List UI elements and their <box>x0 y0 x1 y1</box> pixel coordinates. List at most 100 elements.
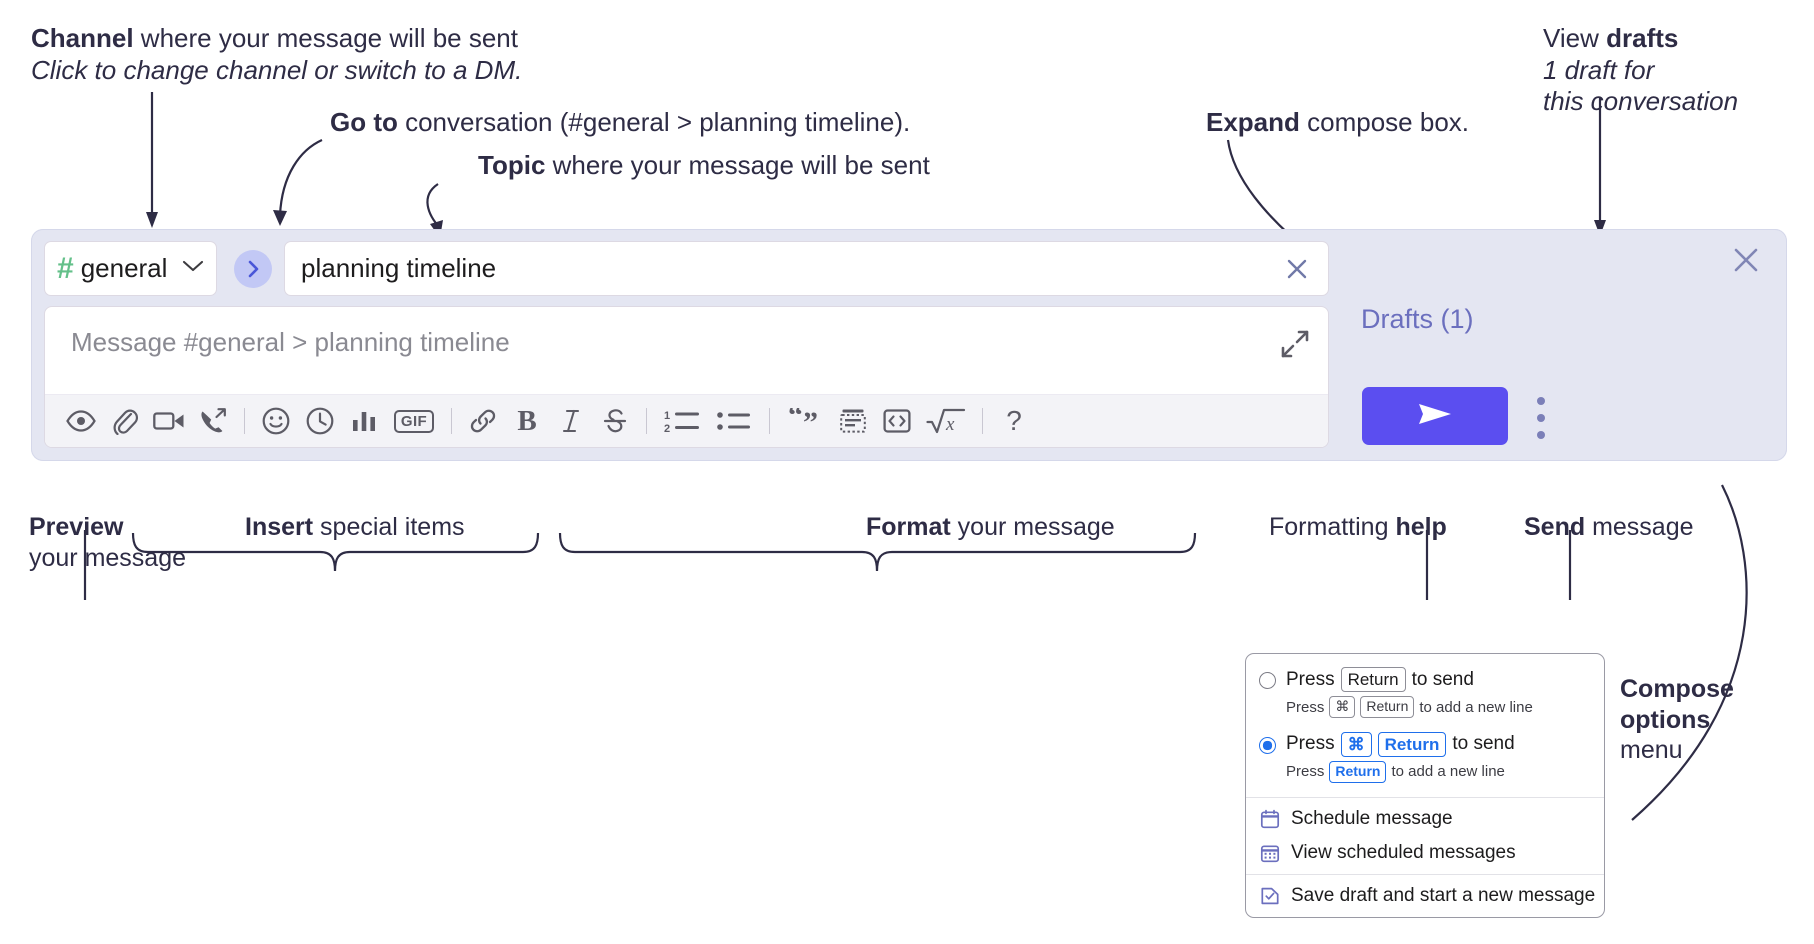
annotation-help-pre: Formatting <box>1269 513 1396 541</box>
calendar-icon <box>1260 809 1280 829</box>
annotation-drafts: View drafts 1 draft for this conversatio… <box>1543 23 1738 118</box>
menu-item-save-draft[interactable]: Save draft and start a new message <box>1246 879 1604 917</box>
close-icon[interactable] <box>1729 243 1763 277</box>
annotation-help-bold: help <box>1395 513 1447 541</box>
inline-code-button[interactable] <box>875 401 919 441</box>
quote-icon: “” <box>788 408 822 434</box>
annotation-expand: Expand compose box. <box>1206 107 1469 139</box>
link-icon <box>468 408 498 434</box>
video-clip-button[interactable] <box>147 401 191 441</box>
svg-text:2: 2 <box>664 423 670 434</box>
menu-divider <box>1246 873 1604 875</box>
annotation-send: Send message <box>1524 512 1694 543</box>
svg-text:”: ” <box>803 408 818 434</box>
annotation-drafts-bold: drafts <box>1606 23 1679 53</box>
clock-icon <box>306 407 334 435</box>
more-options-dot <box>1537 431 1545 439</box>
annotation-drafts-sub1: 1 draft for <box>1543 54 1655 85</box>
separator-5 <box>982 408 983 434</box>
preview-button[interactable] <box>59 401 103 441</box>
annotation-formatting-help: Formatting help <box>1269 512 1447 543</box>
key-return: Return <box>1360 696 1415 718</box>
strikethrough-button[interactable] <box>593 401 637 441</box>
annotation-drafts-pre: View <box>1543 23 1607 53</box>
radio-icon[interactable] <box>1259 672 1276 689</box>
send-option-return[interactable]: Press Return to send Press ⌘ Return to a… <box>1246 663 1604 728</box>
emoji-button[interactable] <box>254 401 298 441</box>
annotation-send-rest: message <box>1585 513 1694 541</box>
send-option-cmd-return-main: Press ⌘ Return to send <box>1286 731 1515 757</box>
gif-icon: GIF <box>393 409 435 433</box>
annotation-drafts-sub2: this conversation <box>1543 86 1739 117</box>
expand-icon[interactable] <box>1280 329 1310 359</box>
key-command: ⌘ <box>1329 696 1356 718</box>
svg-text:“: “ <box>788 408 803 432</box>
message-placeholder: Message #general > planning timeline <box>71 327 510 357</box>
channel-select[interactable]: # general <box>44 241 217 296</box>
send-button[interactable] <box>1362 387 1508 445</box>
send-option-return-main: Press Return to send <box>1286 667 1533 693</box>
annotation-topic-rest: where your message will be sent <box>545 150 930 180</box>
compose-options-button[interactable] <box>1532 397 1550 439</box>
topic-input[interactable]: planning timeline <box>284 241 1329 296</box>
attach-button[interactable] <box>103 401 147 441</box>
annotation-preview: Preview your message <box>29 512 186 573</box>
svg-text:1: 1 <box>664 410 670 422</box>
square-root-x-icon: x <box>926 407 966 435</box>
drafts-link[interactable]: Drafts (1) <box>1361 304 1474 334</box>
opt-post: to send <box>1452 733 1515 755</box>
bar-chart-icon <box>351 408 377 434</box>
link-button[interactable] <box>461 401 505 441</box>
annotation-channel-rest: where your message will be sent <box>133 23 518 53</box>
send-option-cmd-return-sub: Press Return to add a new line <box>1286 761 1515 783</box>
sub-post: to add a new line <box>1419 698 1533 716</box>
bulleted-list-button[interactable] <box>708 401 760 441</box>
key-return: Return <box>1340 667 1406 693</box>
opt-pre: Press <box>1286 668 1335 690</box>
more-options-dot <box>1537 414 1545 422</box>
save-draft-icon <box>1260 886 1280 906</box>
menu-item-label: View scheduled messages <box>1291 841 1516 863</box>
annotation-topic-bold: Topic <box>478 150 546 180</box>
italic-icon <box>559 407 583 435</box>
poll-button[interactable] <box>342 401 386 441</box>
annotation-insert-rest: special items <box>313 513 465 541</box>
menu-item-view-scheduled[interactable]: View scheduled messages <box>1246 836 1604 870</box>
send-option-return-sub: Press ⌘ Return to add a new line <box>1286 696 1533 718</box>
go-to-conversation-button[interactable] <box>234 250 272 288</box>
radio-icon-selected[interactable] <box>1259 736 1276 754</box>
phone-arrow-icon <box>199 407 227 435</box>
gif-button[interactable]: GIF <box>386 401 442 441</box>
annotation-preview-line2: your message <box>29 543 187 572</box>
code-block-button[interactable] <box>831 401 875 441</box>
more-options-dot <box>1537 397 1545 405</box>
formatting-help-button[interactable]: ? <box>992 401 1036 441</box>
menu-item-schedule-message[interactable]: Schedule message <box>1246 802 1604 836</box>
question-mark-icon: ? <box>1006 405 1022 436</box>
bold-button[interactable]: B <box>505 401 549 441</box>
audio-clip-button[interactable] <box>191 401 235 441</box>
compose-options-menu: Press Return to send Press ⌘ Return to a… <box>1245 653 1605 918</box>
calendar-grid-icon <box>1260 843 1280 863</box>
code-brackets-icon <box>883 408 911 434</box>
math-button[interactable]: x <box>919 401 973 441</box>
italic-button[interactable] <box>549 401 593 441</box>
send-option-cmd-return[interactable]: Press ⌘ Return to send Press Return to a… <box>1246 728 1604 793</box>
message-input-area[interactable]: Message #general > planning timeline <box>45 307 1328 395</box>
blockquote-button[interactable]: “” <box>779 401 831 441</box>
message-input-box[interactable]: Message #general > planning timeline <box>44 306 1329 448</box>
annotation-format-bold: Format <box>866 513 951 541</box>
annotation-expand-bold: Expand <box>1206 107 1300 137</box>
close-icon[interactable] <box>1280 252 1314 286</box>
strikethrough-icon <box>602 407 628 435</box>
annotation-channel: Channel where your message will be sent … <box>31 23 522 86</box>
annotation-topic: Topic where your message will be sent <box>478 150 930 182</box>
channel-name: general <box>80 253 168 283</box>
reminder-button[interactable] <box>298 401 342 441</box>
chevron-right-icon <box>246 259 261 279</box>
annotation-goto: Go to conversation (#general > planning … <box>330 107 910 139</box>
opt-pre: Press <box>1286 733 1335 755</box>
opt-post: to send <box>1411 668 1474 690</box>
chevron-down-icon <box>182 259 204 278</box>
